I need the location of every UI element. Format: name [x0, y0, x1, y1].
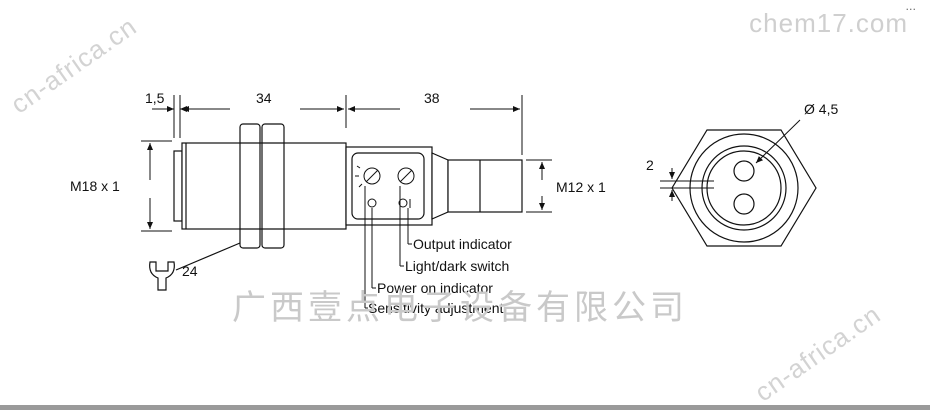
sensitivity-adjustment-label: Sensitivity adjustment: [368, 300, 504, 316]
light-dark-switch-label: Light/dark switch: [405, 258, 509, 274]
sensor-side-view: [173, 123, 523, 249]
control-panel: [355, 165, 415, 208]
dimension-lines: [141, 95, 552, 232]
dim-1-5-label: 1,5: [145, 90, 165, 106]
bottom-bar: [0, 405, 930, 410]
power-on-indicator-label: Power on indicator: [377, 280, 493, 296]
wrench-size-label: 24: [182, 263, 198, 279]
thread-m18-label: M18 x 1: [70, 178, 120, 194]
corner-mark: ...: [905, 0, 917, 13]
wrench-icon: [149, 242, 241, 291]
output-led-icon: [398, 198, 408, 208]
thread-m12-label: M12 x 1: [556, 179, 606, 195]
dim-34-label: 34: [256, 90, 272, 106]
power-led-icon: [367, 198, 377, 208]
output-indicator-label: Output indicator: [413, 236, 512, 252]
sensor-end-view: [671, 129, 817, 247]
switch-icon: [397, 167, 415, 185]
hole-diameter-label: Ø 4,5: [804, 101, 838, 117]
callout-leaders: [364, 186, 412, 309]
end-view-dimensions: [660, 119, 801, 201]
dim-38-label: 38: [424, 90, 440, 106]
site-watermark: chem17.com: [749, 8, 908, 38]
company-watermark: 广西壹点电子设备有限公司: [232, 288, 688, 328]
sensitivity-pot-icon: [363, 167, 381, 185]
offset-label: 2: [646, 157, 654, 173]
